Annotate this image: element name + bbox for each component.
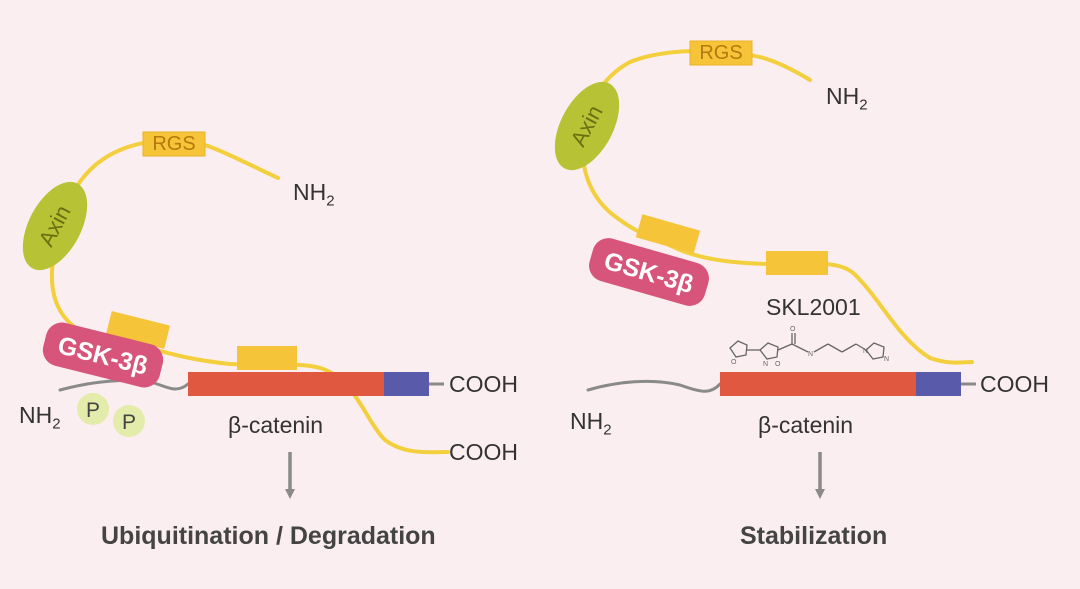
right-gsk-binding-box [635, 214, 701, 254]
left-gsk-binding-box [105, 311, 171, 349]
left-axin-nh2: NH2 [293, 181, 335, 209]
right-axin-ellipse [554, 81, 620, 171]
right-catenin-nh2: NH2 [570, 410, 612, 438]
left-catenin-label: β-catenin [228, 412, 324, 438]
right-catenin-nh2-main: NH [570, 408, 604, 434]
right-catenin-bar [720, 372, 916, 396]
right-axin-nh2: NH2 [826, 85, 868, 113]
skl2001-atom-o-furan: O [731, 359, 737, 366]
skl2001-label: SKL2001 [766, 294, 861, 320]
left-gsk-shape [42, 322, 164, 388]
left-phospho-circle-1 [77, 393, 109, 425]
right-catenin-tail [586, 379, 722, 393]
right-rgs-box [689, 40, 753, 66]
left-phospho-circle-2 [113, 405, 145, 437]
left-axin-nh2-sub: 2 [326, 192, 335, 210]
right-catenin-label: β-catenin [758, 412, 854, 438]
left-rgs-label: RGS [152, 133, 196, 155]
left-axin-ellipse [22, 181, 88, 271]
left-catenin-nh2-sub: 2 [52, 415, 61, 433]
left-axin-nh2-main: NH [293, 179, 327, 205]
right-rgs-label: RGS [699, 42, 743, 64]
left-phospho-label-2: P [122, 411, 136, 434]
skl2001-atom-n-amide: N [808, 351, 813, 358]
right-catenin-nh2-sub: 2 [603, 421, 612, 439]
left-phospho-label-1: P [86, 399, 100, 422]
right-axin-nh2-main: NH [826, 83, 860, 109]
skl2001-atom-o-carbonyl: O [790, 326, 796, 333]
left-rgs-box [142, 131, 206, 157]
right-gsk-shape [589, 238, 709, 306]
right-axin-nh2-sub: 2 [859, 96, 868, 114]
skl2001-atom-n-imidazole-1: N [863, 348, 868, 355]
left-catenin-nh2-main: NH [19, 402, 53, 428]
right-catenin-cterm [916, 372, 961, 396]
skl2001-atom-n-imidazole-2: N [884, 356, 889, 363]
right-outcome: Stabilization [740, 522, 888, 550]
skl2001-structure [729, 333, 885, 360]
left-axin-chain [49, 138, 450, 455]
left-outcome: Ubiquitination / Degradation [101, 522, 436, 550]
left-catenin-cterm [384, 372, 429, 396]
left-catenin-bar [188, 372, 384, 396]
left-catenin-binding-box [237, 346, 297, 370]
skl2001-atom-n-isoxazole: N [763, 361, 768, 368]
left-axin-cooh: COOH [449, 439, 518, 465]
right-catenin-binding-box [766, 251, 828, 275]
left-catenin-cooh: COOH [449, 371, 518, 397]
left-catenin-nh2: NH2 [19, 404, 61, 432]
right-catenin-cooh: COOH [980, 371, 1049, 397]
skl2001-atom-o-isoxazole: O [775, 361, 781, 368]
